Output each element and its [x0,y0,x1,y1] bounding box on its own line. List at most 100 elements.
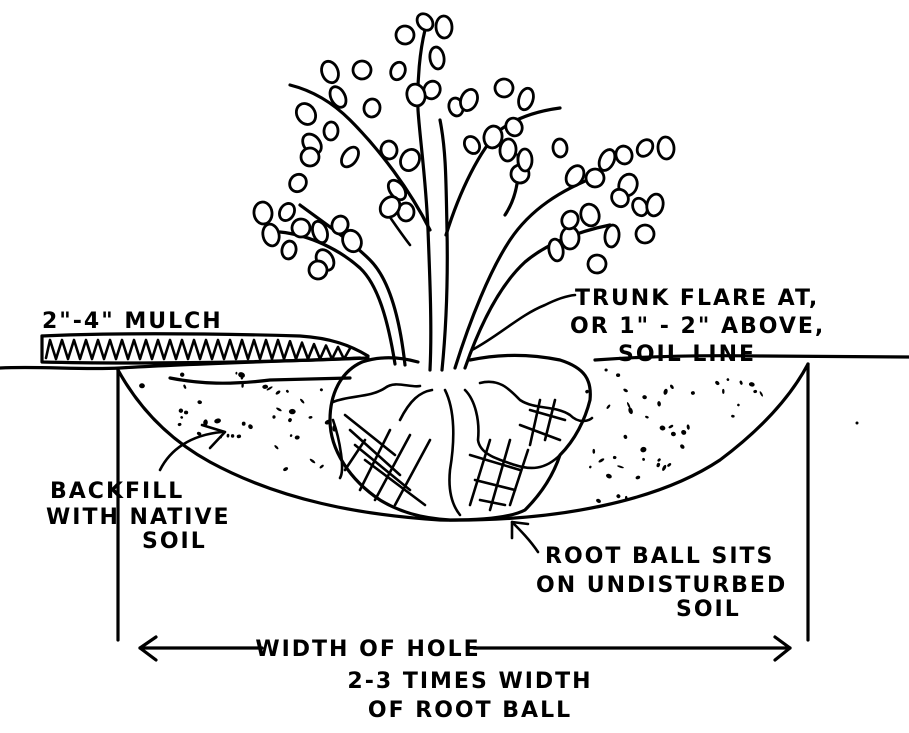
root-ball-arrow [510,520,540,554]
soil-speck [670,431,676,437]
soil-speck [739,380,743,385]
leaf-icon [362,97,382,119]
soil-speck [670,384,674,390]
netting-strand [473,478,517,492]
netting-strand [468,438,492,507]
soil-speck [737,403,740,407]
trunk-flare-label: TRUNK FLARE AT, OR 1" - 2" ABOVE, SOIL L… [570,286,823,367]
netting-strand [488,438,512,512]
leaf-icon [422,79,442,101]
soil-speck [731,414,735,418]
netting-strand [518,423,562,442]
soil-speck [657,458,661,462]
leaf-icon [280,239,298,261]
soil-speck [616,373,621,378]
soil-speck [715,380,720,386]
netting-strand [528,408,567,422]
trunk-flare-label-line-1: TRUNK FLARE AT, [575,286,819,311]
leaf-icon [294,102,318,126]
leaf-icon [645,192,665,218]
soil-speck [722,388,725,394]
soil-speck [624,495,628,501]
soil-speck [642,395,647,400]
leaf-icon [614,144,634,166]
soil-speck [596,498,601,503]
leaf-icon [379,139,399,161]
leaf-icon [428,45,446,71]
soil-speck [180,372,185,377]
soil-speck [139,383,145,389]
soil-speck [726,378,730,381]
soil-speck [686,424,690,430]
soil-speck [635,475,641,480]
soil-speck [585,389,589,394]
leaf-icon [547,237,565,263]
leaf-icon [434,14,454,40]
leaf-icon [290,217,312,239]
hole-width-label: WIDTH OF HOLE 2-3 TIMES WIDTH OF ROOT BA… [255,637,592,723]
netting-strand [373,433,412,502]
soil-speck [617,465,624,469]
soil-speck [241,383,244,388]
soil-speck [606,404,611,409]
soil-speck [667,463,672,467]
root-ball-label-line-3: SOIL [676,597,741,622]
leaf-icon [516,147,534,173]
backfill-label-line-1: BACKFILL [50,479,184,504]
soil-speck [319,388,323,392]
leaf-icon [610,187,630,209]
hole-width-label-line-2: 2-3 TIMES WIDTH [347,669,592,694]
leaf-icon [579,202,601,228]
soil-speck [668,424,674,429]
soil-speck [662,464,667,471]
soil-speck [288,418,292,423]
leaf-icon [386,178,408,202]
soil-speck [300,398,305,404]
soil-speck [180,416,184,419]
soil-speck [592,448,596,454]
soil-speck [616,494,621,499]
mulch-label: 2"-4" MULCH [42,309,223,334]
soil-speck [640,446,647,453]
leaf-icon [299,146,321,168]
soil-speck [589,465,592,469]
leaf-icon [288,172,308,194]
soil-speck [628,407,633,415]
leaf-icon [551,137,569,159]
leaf-icon [634,223,656,245]
soil-speck [659,425,666,431]
stray-ink-dot [855,421,859,425]
soil-speck [604,368,608,372]
soil-speck [308,416,313,419]
leaf-icon [462,135,482,155]
mulch-layer [40,332,370,365]
soil-speck [203,419,208,426]
soil-speck [645,415,649,419]
soil-speck [663,388,668,395]
soil-speck [680,444,685,449]
leaf-icon [656,135,676,161]
leaf-icon [394,24,416,46]
soil-speck [681,429,687,435]
leaf-icon [399,148,421,172]
soil-speck [275,390,281,395]
soil-speck [288,408,296,415]
soil-speck [294,435,300,440]
soil-speck [184,410,189,415]
leaf-icon [320,59,340,85]
soil-speck [642,457,646,461]
root-ball-label-line-2: ON UNDISTURBED [536,573,787,598]
soil-speck [759,391,763,397]
soil-speck [276,407,282,412]
leaf-icon [584,167,606,189]
netting-strand [358,428,392,492]
soil-speck [214,418,221,424]
soil-speck [319,464,324,469]
tree-canopy-leaves [252,12,676,281]
soil-speck [236,434,242,439]
leaf-icon [517,86,535,112]
soil-speck [241,421,246,426]
soil-speck [285,389,289,393]
